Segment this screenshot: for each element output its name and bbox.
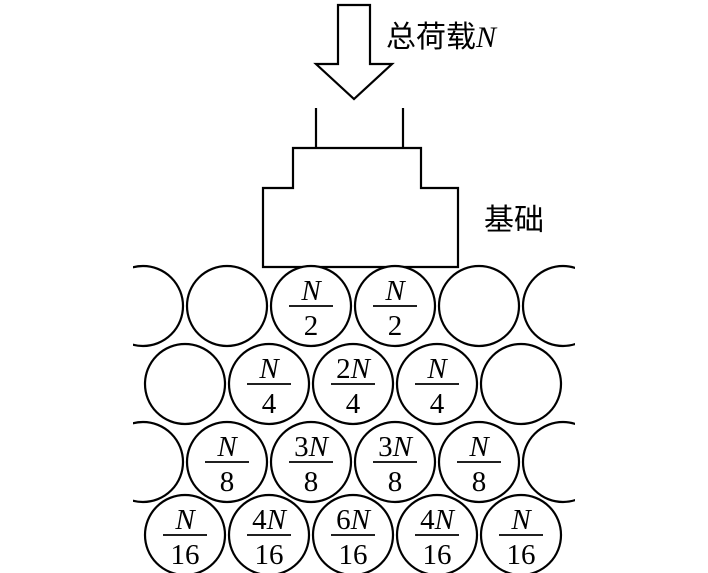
- particle-circle: [479, 342, 563, 426]
- load-fraction: N4: [247, 353, 291, 420]
- fraction-denominator: 4: [262, 388, 277, 420]
- load-fraction: N16: [163, 504, 207, 571]
- particle-circle: [479, 493, 563, 573]
- load-label: 总荷载N: [386, 20, 498, 55]
- particle-circle: [311, 493, 395, 573]
- fraction-denominator: 8: [388, 466, 403, 498]
- load-fraction: N4: [415, 353, 459, 420]
- load-fraction: 3N8: [373, 431, 417, 498]
- foundation-label: 基础: [484, 203, 544, 238]
- particle-circle: [227, 493, 311, 573]
- particle-circle: [133, 264, 185, 348]
- load-fraction: 2N4: [331, 353, 375, 420]
- fraction-denominator: 16: [339, 539, 368, 571]
- fraction-numerator: N: [384, 275, 406, 307]
- particle-circle: [143, 342, 227, 426]
- particle-circle: [185, 264, 269, 348]
- particle-circle: [395, 493, 479, 573]
- fraction-numerator: N: [174, 504, 196, 536]
- fraction-denominator: 4: [346, 388, 361, 420]
- fraction-denominator: 16: [423, 539, 452, 571]
- particle-circle: [133, 420, 185, 504]
- fraction-denominator: 16: [171, 539, 200, 571]
- fraction-denominator: 2: [388, 310, 403, 342]
- particle-circle: [521, 420, 575, 504]
- fraction-numerator: N: [216, 431, 238, 463]
- fraction-numerator: 4N: [252, 504, 288, 536]
- load-fraction: N2: [373, 275, 417, 342]
- load-fraction: N2: [289, 275, 333, 342]
- fraction-numerator: N: [258, 353, 280, 385]
- load-arrow: [313, 3, 395, 101]
- fraction-numerator: 3N: [294, 431, 330, 463]
- fraction-denominator: 2: [304, 310, 319, 342]
- fraction-numerator: 3N: [378, 431, 414, 463]
- particle-circle: [521, 264, 575, 348]
- fraction-numerator: 4N: [420, 504, 456, 536]
- fraction-denominator: 4: [430, 388, 445, 420]
- fraction-denominator: 8: [220, 466, 235, 498]
- fraction-numerator: N: [468, 431, 490, 463]
- fraction-numerator: N: [426, 353, 448, 385]
- load-fraction: N8: [205, 431, 249, 498]
- particle-circle: [143, 493, 227, 573]
- particle-circle: [437, 264, 521, 348]
- fraction-numerator: 6N: [336, 504, 372, 536]
- fraction-numerator: N: [510, 504, 532, 536]
- load-fraction: N16: [499, 504, 543, 571]
- particle-assembly: [133, 264, 575, 573]
- fraction-numerator: 2N: [336, 353, 372, 385]
- fraction-denominator: 8: [472, 466, 487, 498]
- fraction-numerator: N: [300, 275, 322, 307]
- load-fraction: N8: [457, 431, 501, 498]
- foundation-block: [261, 146, 460, 269]
- fraction-denominator: 16: [507, 539, 536, 571]
- load-fraction: 3N8: [289, 431, 333, 498]
- fraction-denominator: 8: [304, 466, 319, 498]
- fraction-denominator: 16: [255, 539, 284, 571]
